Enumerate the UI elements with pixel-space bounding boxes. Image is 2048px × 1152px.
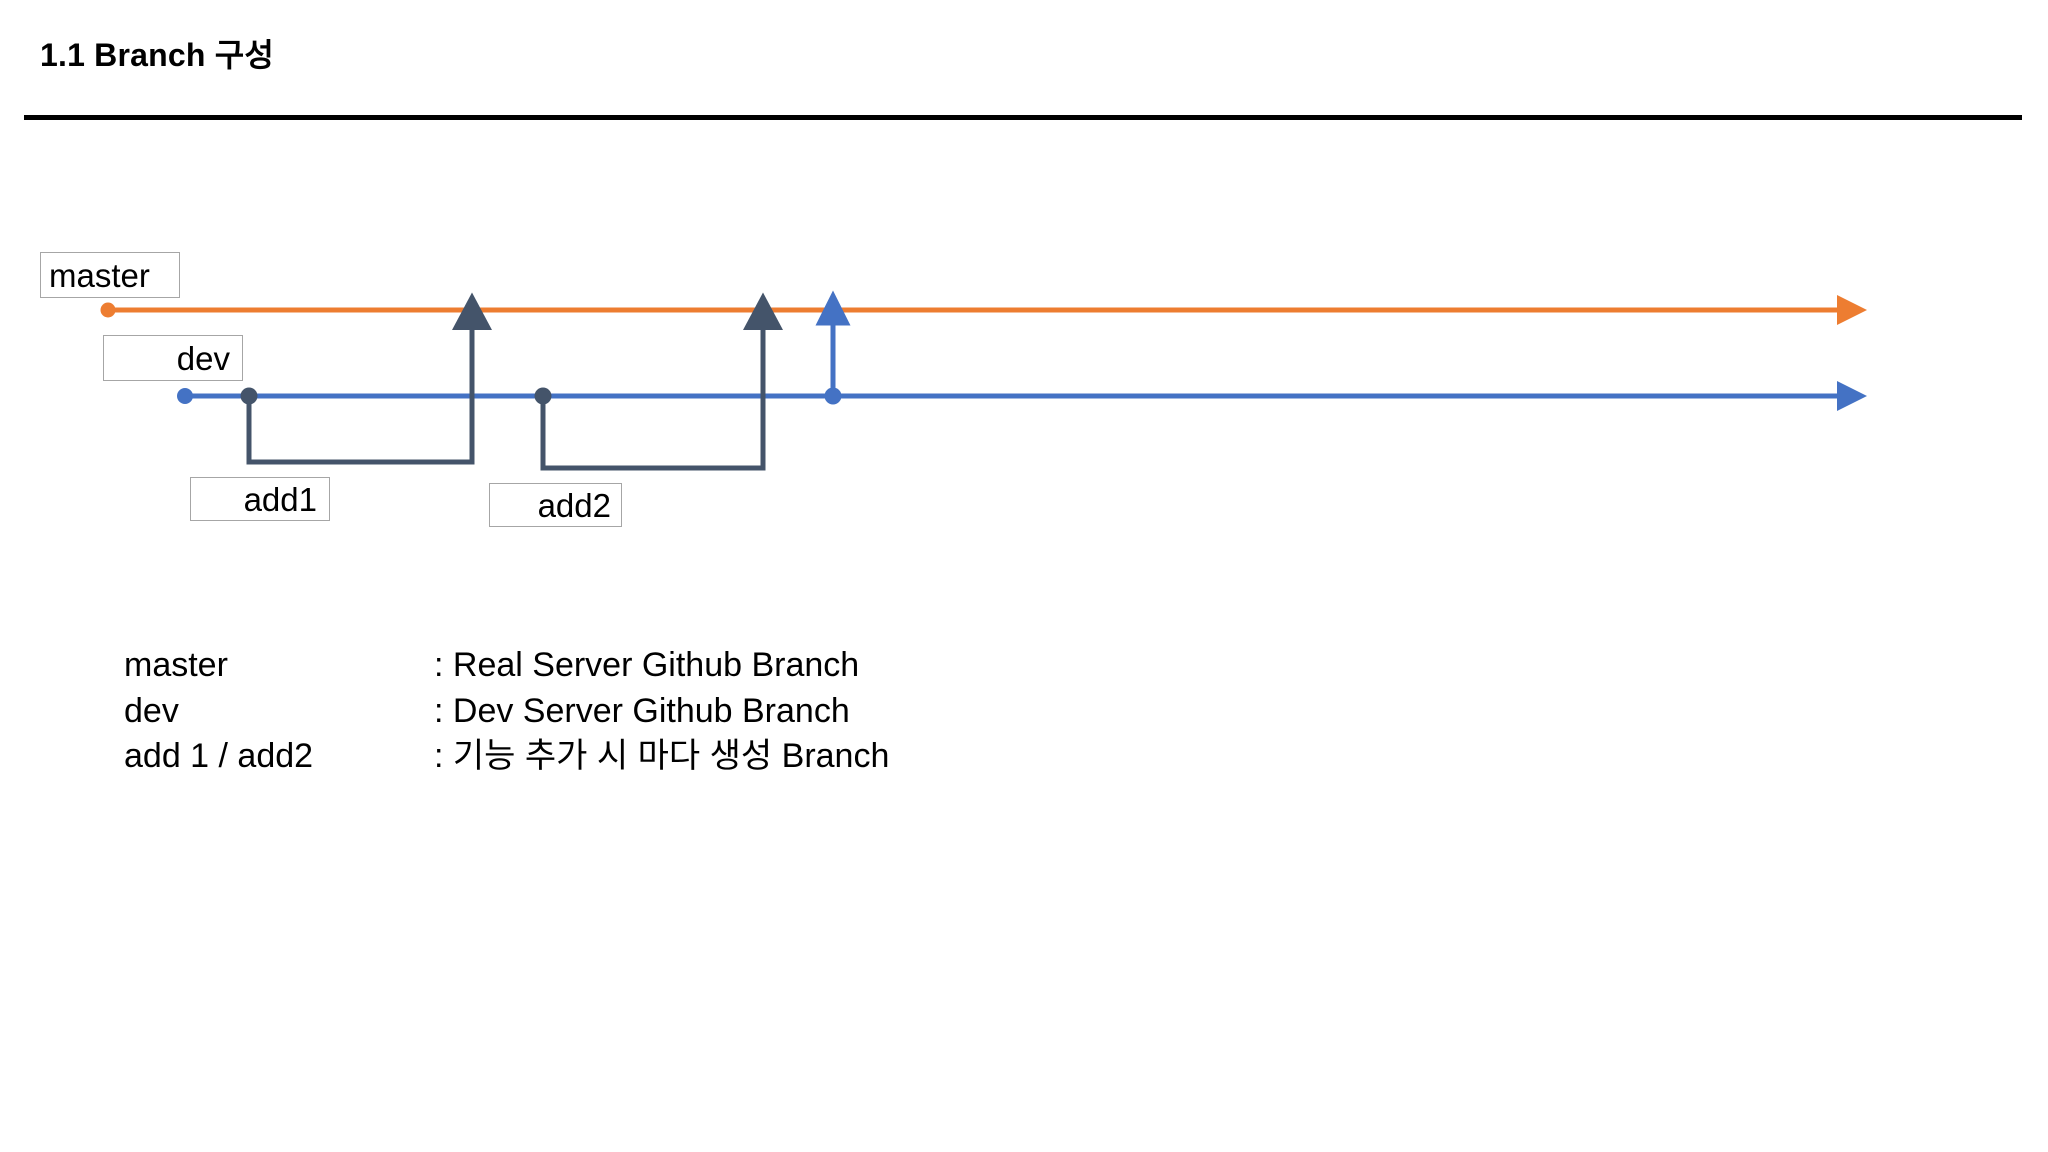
legend-row: add 1 / add2 : 기능 추가 시 마다 생성 Branch [124, 739, 889, 775]
master-start-dot [100, 302, 116, 318]
legend-term: dev [124, 691, 179, 730]
legend-description: : 기능 추가 시 마다 생성 Branch [434, 737, 890, 776]
add1-branch-point-dot [240, 387, 258, 405]
branch-label-add1: add1 [190, 477, 330, 521]
legend-description: : Real Server Github Branch [434, 646, 860, 684]
add2-branch-point-dot [534, 387, 552, 405]
branch-legend: master : Real Server Github Branch dev :… [124, 646, 889, 785]
add2-branch-path [540, 292, 783, 471]
add1-branch-path [246, 292, 492, 465]
branch-label-add2: add2 [489, 483, 622, 527]
legend-term: master [124, 646, 228, 684]
title-divider [24, 115, 2022, 120]
legend-row: dev : Dev Server Github Branch [124, 691, 889, 730]
page-title: 1.1 Branch 구성 [40, 37, 274, 73]
dev-start-dot [177, 388, 193, 404]
dev-merge-point-dot [824, 387, 842, 405]
branch-label-master: master [40, 252, 180, 298]
legend-term: add 1 / add2 [124, 737, 314, 776]
legend-description: : Dev Server Github Branch [434, 691, 850, 730]
branch-label-dev: dev [103, 335, 243, 381]
legend-row: master : Real Server Github Branch [124, 646, 889, 684]
